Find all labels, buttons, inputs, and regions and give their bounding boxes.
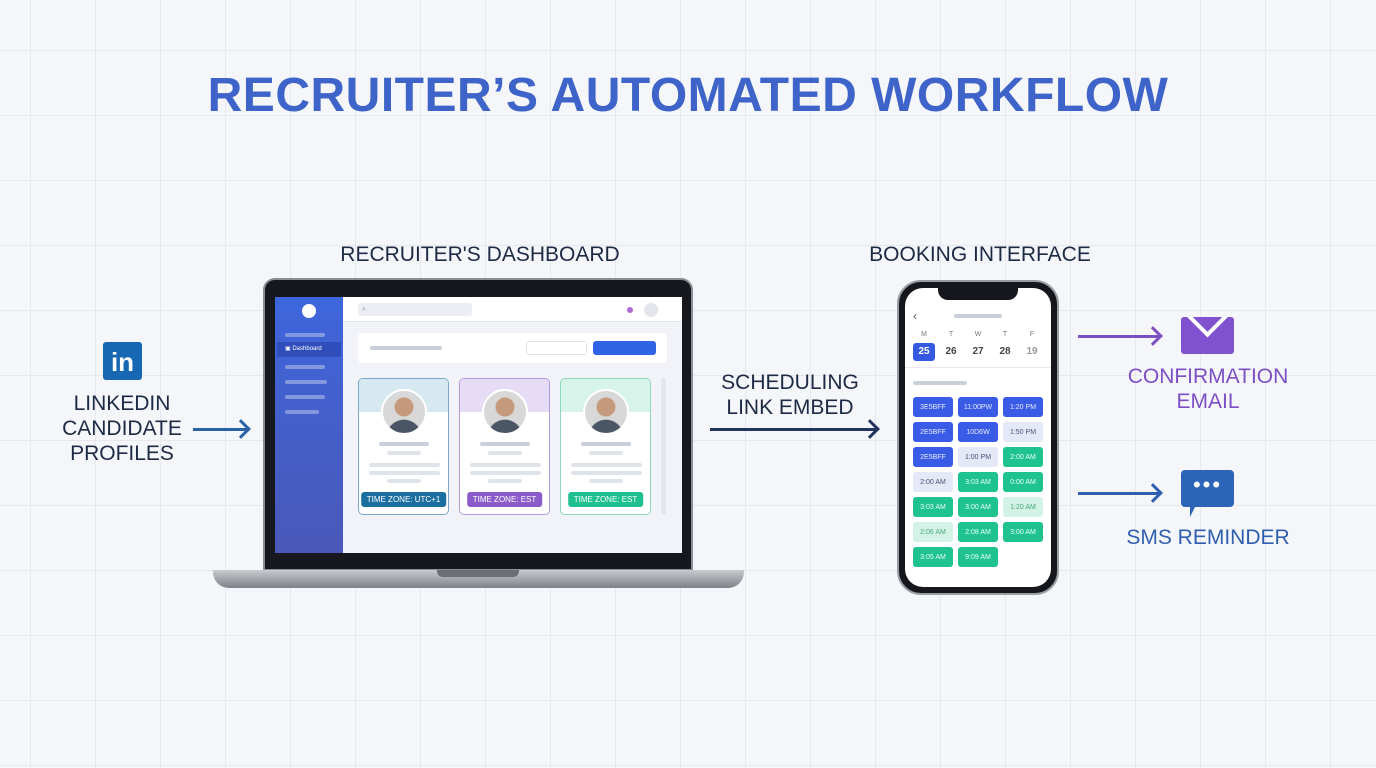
time-slot[interactable]: 11:00PW [958,397,998,417]
timezone-badge: TIME ZONE: EST [466,492,543,507]
email-label: CONFIRMATION EMAIL [1108,364,1308,414]
divider [905,367,1051,368]
label-line: CONFIRMATION [1127,365,1289,388]
back-icon[interactable]: ‹ [913,309,917,323]
time-slot[interactable]: 1:20 AM [1003,497,1043,517]
phone-notch [938,288,1018,300]
date-button[interactable]: 26 [945,346,957,357]
sidebar-item[interactable] [285,395,325,399]
time-slot[interactable]: 3:00 AM [958,497,998,517]
candidate-avatar [583,389,629,435]
chat-bubble-tail [1190,505,1204,517]
linkedin-label: LINKEDIN CANDIDATE PROFILES [42,391,202,466]
label-line: SCHEDULING [721,371,859,394]
time-slot[interactable]: 1:00 PM [958,447,998,467]
time-slot[interactable]: 3:03 AM [913,497,953,517]
time-slot[interactable]: 0:00 AM [1003,472,1043,492]
label-line: PROFILES [70,442,174,465]
sidebar-item[interactable] [285,410,319,414]
sidebar-item[interactable] [285,365,325,369]
avatar[interactable] [644,303,658,317]
scrollbar[interactable] [661,378,666,515]
time-slot[interactable]: 2E5BFF [913,422,953,442]
linkedin-icon: in [103,342,142,380]
weekday-label: T [1002,331,1008,338]
label-line: LINKEDIN [73,392,171,415]
envelope-icon [1181,317,1234,354]
filter-dropdown[interactable] [526,341,587,355]
time-slot[interactable]: 1:50 PM [1003,422,1043,442]
label-line: EMAIL [1176,390,1240,413]
arrow-to-sms [1078,492,1160,495]
time-slot[interactable]: 3E5BFF [913,397,953,417]
time-slot[interactable]: 9:09 AM [958,547,998,567]
booking-heading: BOOKING INTERFACE [869,243,1091,266]
candidate-avatar [482,389,528,435]
time-slot[interactable]: 2:06 AM [913,522,953,542]
sidebar-item[interactable] [285,333,325,337]
time-slot[interactable]: 3:03 AM [958,472,998,492]
arrow-to-dashboard [193,428,248,431]
candidate-card[interactable]: TIME ZONE: EST [459,378,550,515]
time-slot[interactable]: 2:08 AM [958,522,998,542]
notification-icon[interactable] [627,307,633,313]
header-card [358,333,667,363]
primary-button[interactable] [593,341,656,355]
weekday-label: W [974,331,982,338]
time-slot[interactable]: 3:00 AM [1003,522,1043,542]
app-logo-icon [302,304,316,318]
label-line: LINK EMBED [726,396,854,419]
label-line: CANDIDATE [62,417,182,440]
arrow-to-booking [710,428,877,431]
chat-bubble-icon: ••• [1181,470,1234,507]
candidate-card[interactable]: TIME ZONE: UTC+1 [358,378,449,515]
time-slot[interactable]: 2:00 AM [1003,447,1043,467]
sidebar: ▣ Dashboard [275,297,343,553]
sidebar-item-label: Dashboard [292,346,322,352]
dashboard-heading: RECRUITER'S DASHBOARD [340,243,620,266]
time-slot[interactable]: 1:20 PM [1003,397,1043,417]
sidebar-item[interactable] [285,380,327,384]
timezone-badge: TIME ZONE: EST [567,492,644,507]
date-button[interactable]: 25 [913,343,935,361]
laptop-base [213,570,744,588]
sidebar-item-dashboard[interactable]: ▣ Dashboard [277,342,341,357]
time-slot[interactable]: 3:05 AM [913,547,953,567]
time-slot[interactable]: 2:00 AM [913,472,953,492]
weekday-label: M [921,331,927,338]
date-button[interactable]: 19 [1026,346,1038,357]
arrow-to-email [1078,335,1160,338]
weekday-label: T [948,331,954,338]
laptop-notch [437,570,519,577]
time-slot[interactable]: 2E5BFF [913,447,953,467]
time-slot[interactable]: 10D6W [958,422,998,442]
weekday-label: F [1029,331,1035,338]
timezone-badge: TIME ZONE: UTC+1 [360,492,447,507]
page-title: RECRUITER’S AUTOMATED WORKFLOW [207,69,1169,122]
scheduling-label: SCHEDULING LINK EMBED [710,370,870,420]
candidate-card[interactable]: TIME ZONE: EST [560,378,651,515]
date-button[interactable]: 28 [999,346,1011,357]
candidate-avatar [381,389,427,435]
date-button[interactable]: 27 [972,346,984,357]
search-input[interactable]: ⌕ [358,303,472,316]
sms-label: SMS REMINDER [1126,526,1290,549]
